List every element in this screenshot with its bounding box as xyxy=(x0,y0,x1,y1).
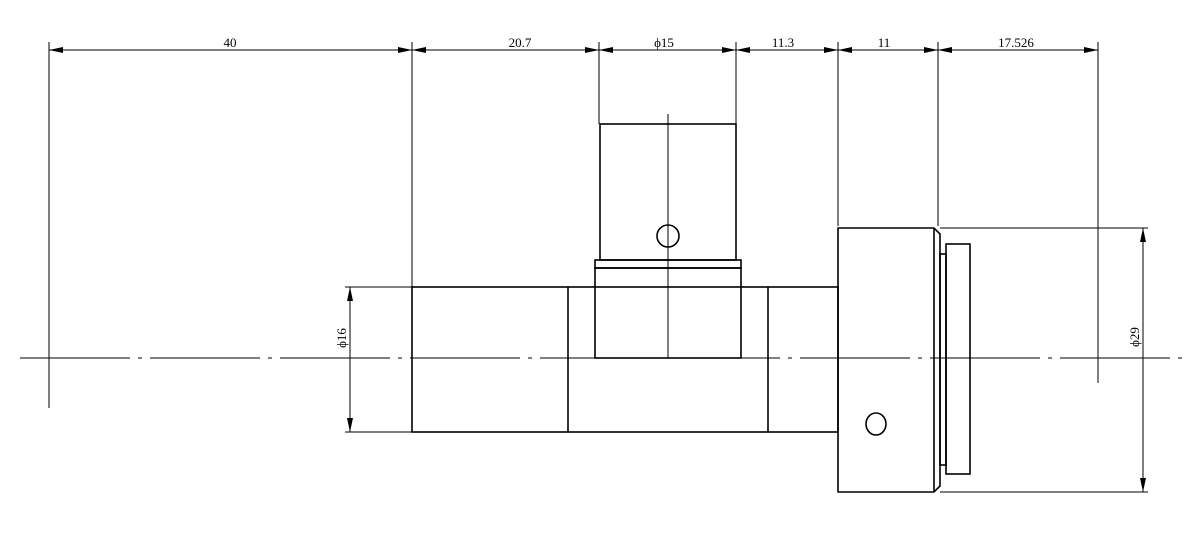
flange-ring xyxy=(945,243,971,475)
arrowhead xyxy=(412,47,426,53)
top-dimension-chain: 40 20.7 ϕ15 11.3 11 17.526 xyxy=(48,35,1099,408)
flange-hole xyxy=(865,412,887,436)
arrowhead xyxy=(398,47,412,53)
dim-17-526-label: 17.526 xyxy=(998,35,1034,50)
arrowhead xyxy=(1084,47,1098,53)
arrowhead xyxy=(838,47,852,53)
right-diameter-dimension: ϕ29 xyxy=(940,227,1148,493)
dim-11-3-label: 11.3 xyxy=(772,35,794,50)
dim-40-label: 40 xyxy=(224,35,237,50)
arrowhead xyxy=(599,47,613,53)
main-body xyxy=(411,286,839,433)
dim-dia15-label: ϕ15 xyxy=(654,35,674,50)
arrowhead xyxy=(1140,228,1146,242)
dim-20-7-label: 20.7 xyxy=(509,35,532,50)
part-outline xyxy=(411,114,971,493)
arrowhead xyxy=(924,47,938,53)
flange-step xyxy=(939,253,947,466)
arrowhead xyxy=(49,47,63,53)
arrowhead xyxy=(736,47,750,53)
arrowhead xyxy=(824,47,838,53)
arrowhead xyxy=(347,418,353,432)
flange xyxy=(837,227,941,493)
arrowhead xyxy=(722,47,736,53)
arrowhead xyxy=(1140,478,1146,492)
arrowhead xyxy=(347,287,353,301)
branch-hole xyxy=(656,224,680,248)
arrowhead xyxy=(585,47,599,53)
dim-dia29-label: ϕ29 xyxy=(1127,327,1142,347)
dim-dia16-label: ϕ16 xyxy=(334,328,349,348)
left-diameter-dimension: ϕ16 xyxy=(334,286,412,433)
arrowhead xyxy=(938,47,952,53)
dim-11-label: 11 xyxy=(878,35,891,50)
